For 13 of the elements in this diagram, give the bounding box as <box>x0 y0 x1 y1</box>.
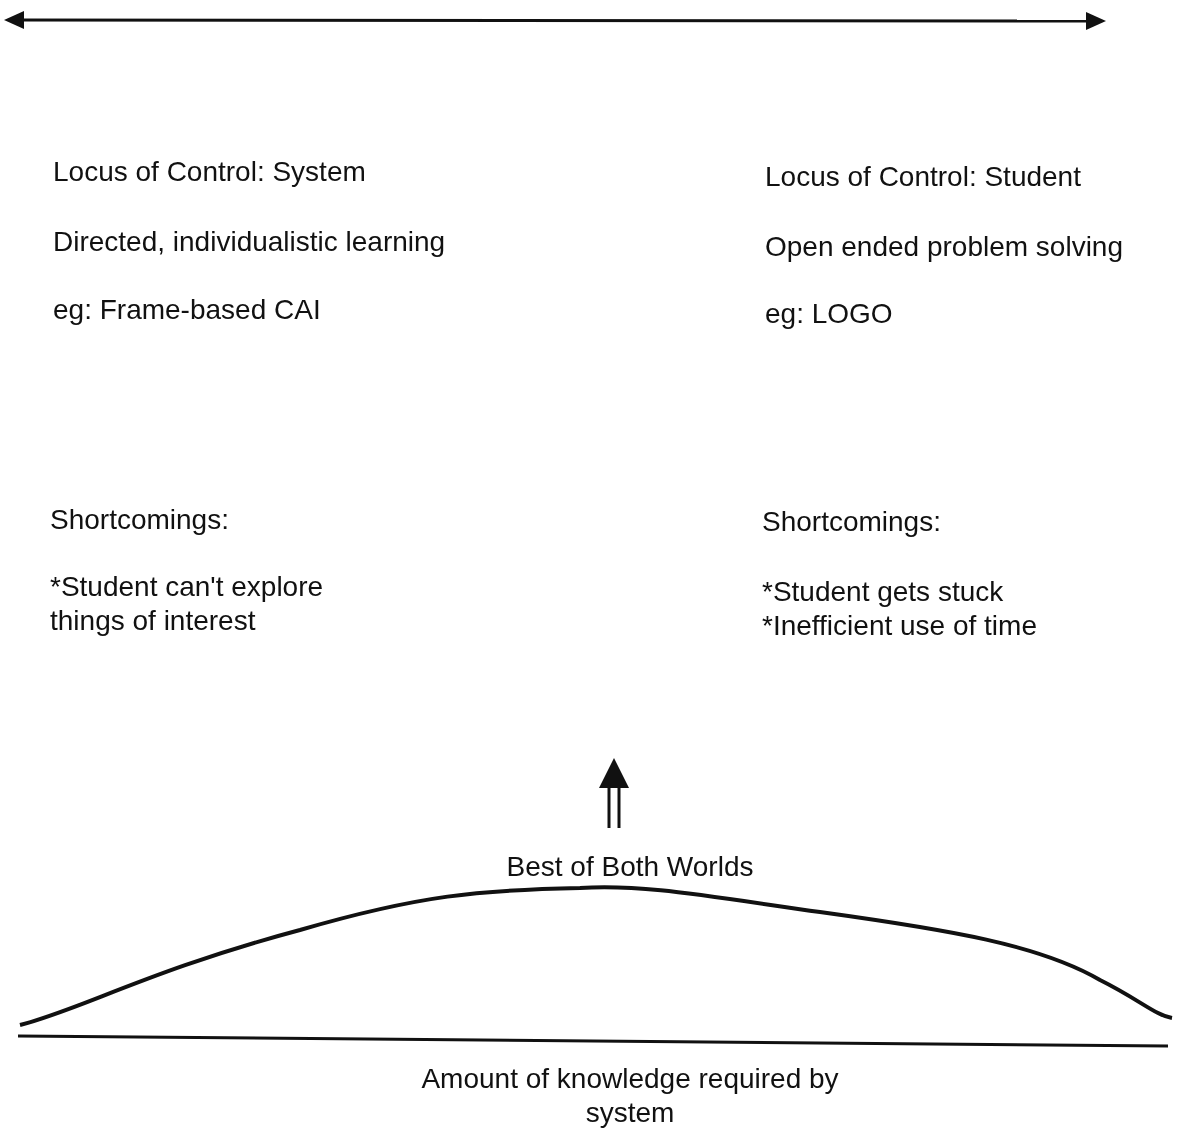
text-label: eg: Frame-based CAI <box>53 293 322 327</box>
text-label: *Student gets stuck <box>762 575 1005 609</box>
text-label: Directed, individualistic learning <box>53 225 447 259</box>
curve-label: Best of Both Worlds <box>505 850 755 884</box>
text-label: *Inefficient use of time <box>762 609 1038 643</box>
heading: Shortcomings: <box>50 503 230 537</box>
text-label: Open ended problem solving <box>765 230 1124 264</box>
text-label: Locus of Control: Student <box>765 160 1082 194</box>
text-label: eg: LOGO <box>765 297 894 331</box>
axis-label: Amount of knowledge required by system <box>420 1062 840 1130</box>
text-label: Locus of Control: System <box>53 155 367 189</box>
text-label: *Student can't explore things of interest <box>50 570 325 638</box>
heading: Shortcomings: <box>762 505 942 539</box>
